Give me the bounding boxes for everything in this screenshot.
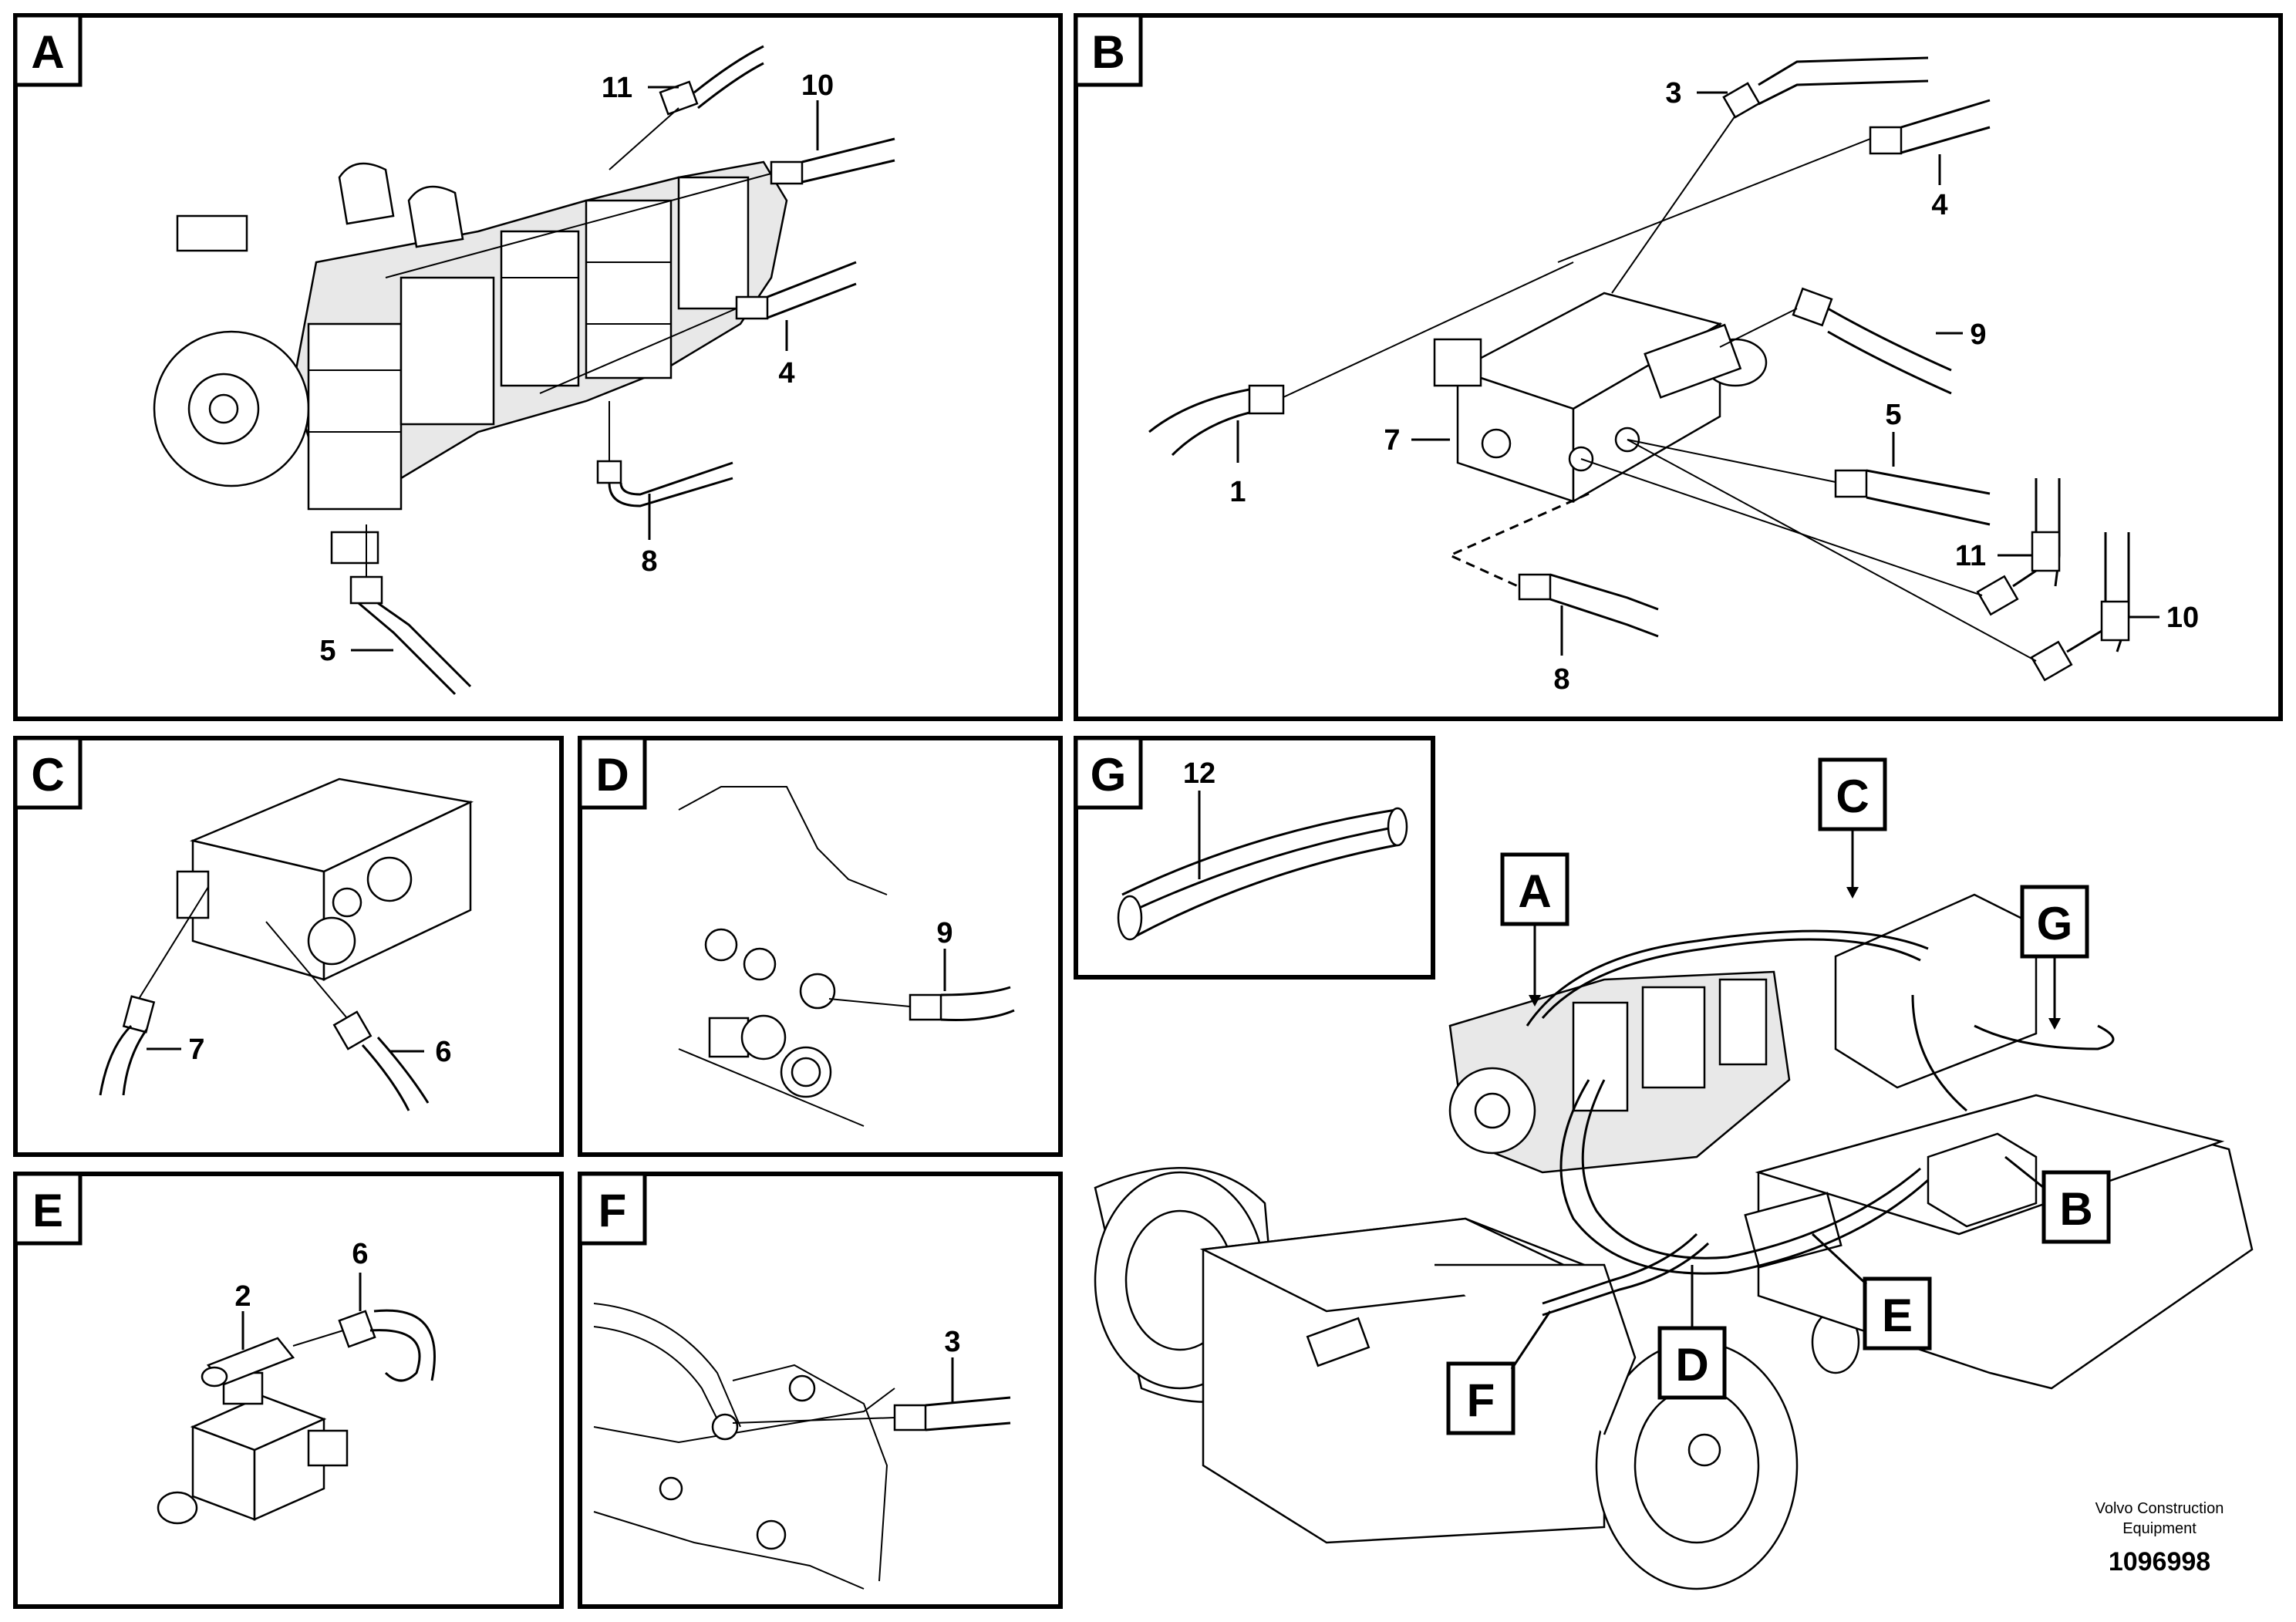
panel-a-hose-5 xyxy=(349,524,472,696)
panel-c: C 7 6 xyxy=(13,736,564,1157)
panel-a-pump-assembly xyxy=(153,160,788,565)
overview-tag-c: C xyxy=(1836,771,1869,822)
panel-g-tag: G xyxy=(1091,749,1127,801)
panel-b-hose-9 xyxy=(1719,287,1963,395)
panel-d-tag-box xyxy=(578,736,647,810)
panel-f-callout-3: 3 xyxy=(944,1326,960,1358)
panel-d: D 9 xyxy=(578,736,1063,1157)
panel-e-check-valve xyxy=(157,1337,349,1525)
panel-g-callout-12: 12 xyxy=(1183,757,1215,790)
panel-d-fittings xyxy=(678,928,865,1127)
overview-tag-e-group: E xyxy=(1811,1233,1932,1351)
panel-c-valve-block xyxy=(176,777,474,981)
overview-tag-g: G xyxy=(2037,898,2073,949)
overview-tag-f: F xyxy=(1467,1374,1495,1426)
panel-a-hose-4 xyxy=(539,261,857,394)
panel-f-hose-3 xyxy=(732,1357,1011,1431)
panel-e-callout-2: 2 xyxy=(234,1280,251,1313)
panel-g: G 12 xyxy=(1074,736,1435,980)
panel-a-hose-10 xyxy=(385,100,895,278)
panel-f: F 3 xyxy=(578,1172,1063,1609)
panel-a-callout-10: 10 xyxy=(801,69,834,102)
panel-b-callout-5: 5 xyxy=(1885,399,1901,431)
overview-tag-e: E xyxy=(1882,1290,1913,1341)
panel-b-hose-7 xyxy=(1148,261,1574,463)
panel-c-callout-7: 7 xyxy=(188,1034,204,1066)
panel-c-tag-box xyxy=(13,736,83,810)
panel-a-tag-box xyxy=(13,13,83,87)
panel-d-callout-9: 9 xyxy=(936,917,952,949)
panel-a-callout-5: 5 xyxy=(319,635,335,667)
panel-b-callout-11: 11 xyxy=(1955,540,1986,572)
overview-machine xyxy=(1094,893,2254,1590)
panel-e-tag: E xyxy=(32,1185,63,1236)
panel-a-tag: A xyxy=(31,26,64,78)
panel-a-hose-11 xyxy=(609,45,764,170)
panel-e-callout-6: 6 xyxy=(352,1238,368,1270)
overview-tag-d: D xyxy=(1675,1339,1708,1391)
panel-f-housing xyxy=(593,1303,895,1590)
panel-a-callout-4: 4 xyxy=(778,357,794,389)
panel-b-valve-block xyxy=(1433,292,1768,504)
panel-b-tag-box xyxy=(1074,13,1143,87)
panel-b: B 3 4 xyxy=(1074,13,2283,721)
overview-tag-g-group: G xyxy=(2020,885,2089,1030)
panel-b-hose-4 xyxy=(1557,99,1991,263)
panel-e-hose-6 xyxy=(292,1273,436,1382)
footer-company-line2: Equipment xyxy=(2122,1520,2197,1537)
panel-c-callout-6: 6 xyxy=(435,1036,451,1068)
panel-e-tag-box xyxy=(13,1172,83,1246)
overview-tag-a: A xyxy=(1518,865,1551,917)
panel-b-callout-9: 9 xyxy=(1970,319,1986,351)
panel-a-callout-8: 8 xyxy=(641,545,657,578)
panel-d-tag: D xyxy=(595,749,629,801)
panel-e: E 2 6 xyxy=(13,1172,564,1609)
footer-drawing-number: 1096998 xyxy=(2109,1547,2210,1576)
panel-f-tag-box xyxy=(578,1172,647,1246)
panel-b-callout-10: 10 xyxy=(2166,602,2199,634)
overview-tag-d-group: D xyxy=(1657,1265,1727,1400)
overview-tag-f-group: F xyxy=(1446,1310,1552,1435)
panel-c-hose-7 xyxy=(99,886,209,1096)
panel-g-strip-12 xyxy=(1117,791,1408,941)
panel-c-tag: C xyxy=(31,749,64,801)
panel-a-callout-11: 11 xyxy=(602,72,632,104)
panel-b-tag: B xyxy=(1091,26,1124,78)
panel-f-tag: F xyxy=(598,1185,627,1236)
panel-b-hose-5 xyxy=(1627,432,1991,526)
overview-tag-c-group: C xyxy=(1818,757,1887,899)
panel-a-hose-8 xyxy=(596,401,733,540)
panel-b-hose-10 xyxy=(1627,439,2159,682)
panel-d-hose-9 xyxy=(828,949,1015,1021)
overview-tag-b: B xyxy=(2059,1183,2092,1235)
panel-a: A 1 xyxy=(13,13,1063,721)
overview-tag-b-group: B xyxy=(2004,1155,2111,1244)
panel-b-hose-8 xyxy=(1518,573,1659,656)
panel-b-callout-4: 4 xyxy=(1931,189,1947,221)
panel-b-callout-7: 1 xyxy=(1229,476,1246,508)
panel-c-hose-6 xyxy=(265,921,430,1111)
panel-g-tag-box xyxy=(1074,736,1143,810)
panel-b-callout-1: 7 xyxy=(1384,424,1400,457)
overview-tag-a-group: A xyxy=(1500,852,1569,1007)
footer-company-line1: Volvo Construction xyxy=(2095,1500,2224,1517)
panel-b-callout-8: 8 xyxy=(1553,663,1569,696)
panel-b-hose-3 xyxy=(1611,56,1929,294)
panel-b-hose-11 xyxy=(1580,458,2061,616)
panel-b-callout-3: 3 xyxy=(1665,77,1681,110)
